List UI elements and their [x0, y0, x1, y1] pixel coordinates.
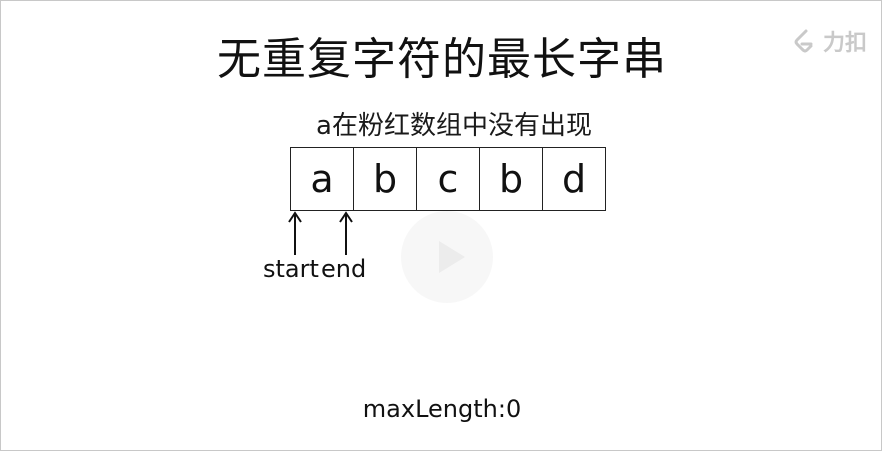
char-cell: c — [416, 147, 480, 211]
max-length-label: maxLength:0 — [362, 395, 522, 423]
start-pointer-label: start — [263, 255, 319, 283]
brand-text: 力扣 — [822, 31, 867, 56]
char-cell: a — [290, 147, 354, 211]
char-cell: b — [479, 147, 543, 211]
slide-title: 无重复字符的最长字串 — [217, 34, 667, 85]
char-cell: b — [353, 147, 417, 211]
char-array: a b c b d — [290, 147, 606, 211]
char-cell: d — [542, 147, 606, 211]
start-arrow-icon — [288, 211, 302, 255]
play-button[interactable] — [401, 211, 493, 303]
brand-watermark: 力扣 — [791, 25, 867, 57]
end-arrow-icon — [339, 211, 353, 255]
end-pointer-label: end — [321, 255, 367, 283]
slide-subtitle: a在粉红数组中没有出现 — [316, 111, 592, 141]
play-icon — [439, 241, 465, 273]
leetcode-logo-icon — [794, 29, 813, 53]
